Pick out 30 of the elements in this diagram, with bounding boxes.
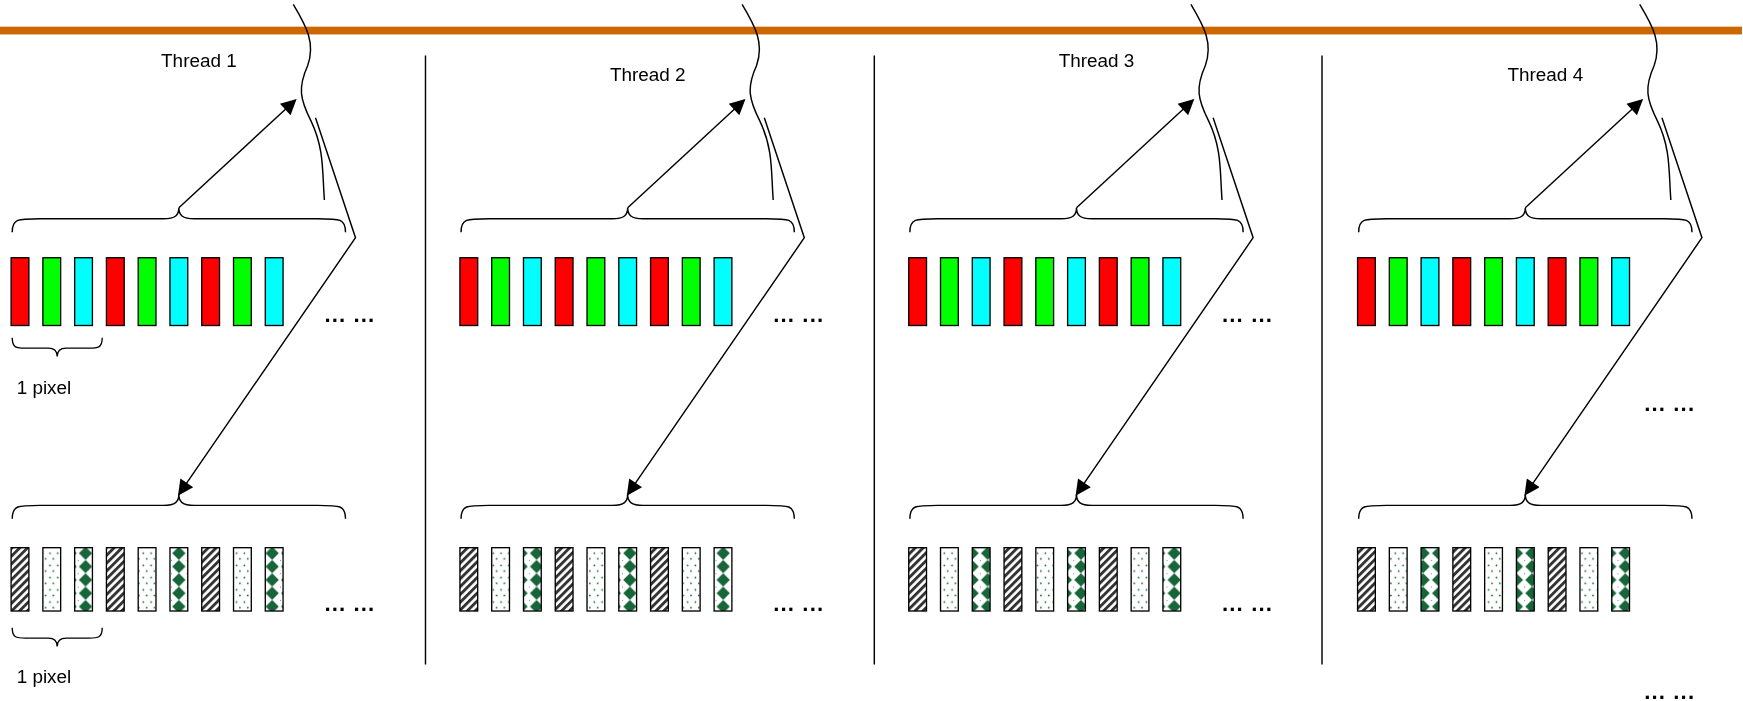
thread-label: Thread 2 bbox=[609, 64, 686, 87]
ellipsis-text: ... ... bbox=[324, 303, 376, 326]
curly-brace bbox=[459, 206, 796, 234]
arrow bbox=[626, 98, 746, 209]
arrow bbox=[626, 117, 806, 496]
arrow bbox=[1524, 117, 1703, 496]
ellipsis-text: ... ... bbox=[1644, 392, 1696, 415]
ellipsis-text: ... ... bbox=[773, 592, 825, 615]
thread-label: Thread 1 bbox=[161, 50, 237, 73]
curly-brace bbox=[908, 206, 1245, 234]
curly-brace bbox=[459, 493, 796, 520]
caption-text: 1 pixel bbox=[16, 377, 72, 400]
curly-brace bbox=[1357, 493, 1694, 520]
arrow bbox=[1524, 98, 1644, 209]
arrow bbox=[1075, 117, 1254, 496]
curly-brace bbox=[11, 206, 347, 234]
ellipsis-text: ... ... bbox=[1222, 303, 1274, 326]
arrow bbox=[178, 98, 297, 209]
thread-label: Thread 4 bbox=[1507, 64, 1584, 87]
thread-label: Thread 3 bbox=[1058, 50, 1135, 73]
arrow bbox=[178, 117, 357, 496]
curly-brace bbox=[1357, 206, 1694, 234]
ellipsis-text: ... ... bbox=[1644, 679, 1696, 701]
caption-text: 1 pixel bbox=[16, 666, 72, 689]
curly-brace bbox=[11, 493, 347, 520]
ellipsis-text: ... ... bbox=[324, 592, 376, 615]
ellipsis-text: ... ... bbox=[773, 303, 825, 326]
ellipsis-text: ... ... bbox=[1222, 592, 1274, 615]
curly-brace bbox=[908, 493, 1245, 520]
arrow bbox=[1075, 98, 1195, 209]
